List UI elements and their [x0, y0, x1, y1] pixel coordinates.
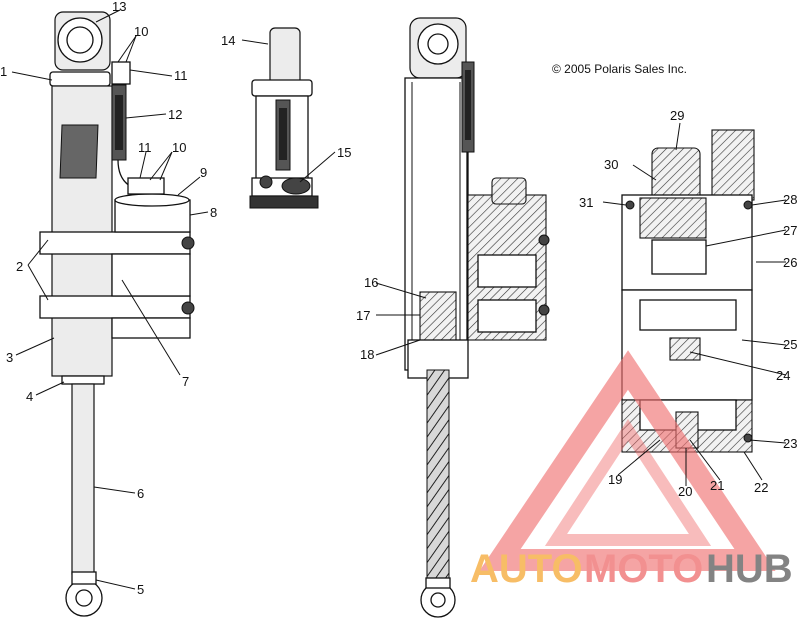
callout-10-second: 10: [172, 140, 186, 155]
callout-25: 25: [783, 337, 797, 352]
shock-cutaway-view: [404, 17, 550, 618]
reservoir-small-view: [249, 27, 319, 209]
callout-11: 11: [174, 68, 188, 83]
callout-10: 10: [134, 24, 148, 39]
callout-11-second: 11: [138, 140, 152, 155]
callout-31: 31: [579, 195, 593, 210]
watermark-logo: AUTO MOTO HUB: [470, 350, 793, 591]
callout-27: 27: [783, 223, 797, 238]
callout-21: 21: [710, 478, 724, 493]
callout-23: 23: [783, 436, 797, 451]
callout-2: 2: [16, 259, 23, 274]
callout-6: 6: [137, 486, 144, 501]
callout-17: 17: [356, 308, 370, 323]
callout-14: 14: [221, 33, 235, 48]
callout-5: 5: [137, 582, 144, 597]
callout-18: 18: [360, 347, 374, 362]
callout-16: 16: [364, 275, 378, 290]
callout-1: 1: [0, 64, 7, 79]
callout-30: 30: [604, 157, 618, 172]
watermark-hub: HUB: [706, 547, 793, 591]
adjuster-cutaway-view: [621, 129, 755, 453]
watermark-moto: MOTO: [584, 547, 703, 591]
callout-8: 8: [210, 205, 217, 220]
callout-9: 9: [200, 165, 207, 180]
callout-19: 19: [608, 472, 622, 487]
callout-3: 3: [6, 350, 13, 365]
callout-4: 4: [26, 389, 33, 404]
callout-22: 22: [754, 480, 768, 495]
leader-lines: [11, 9, 787, 590]
copyright-text: © 2005 Polaris Sales Inc.: [552, 62, 687, 76]
callout-12: 12: [168, 107, 182, 122]
callout-15: 15: [337, 145, 351, 160]
callout-29: 29: [670, 108, 684, 123]
callout-24: 24: [776, 368, 790, 383]
watermark-auto: AUTO: [470, 547, 583, 591]
callout-20: 20: [678, 484, 692, 499]
callout-labels: 1 2 3 4 5 6 7 8 9 10 11 12 13 14 15 16 1…: [0, 0, 797, 597]
callout-13: 13: [112, 0, 126, 14]
callout-7: 7: [182, 374, 189, 389]
shock-left-view: [39, 11, 195, 617]
callout-28: 28: [783, 192, 797, 207]
callout-26: 26: [783, 255, 797, 270]
